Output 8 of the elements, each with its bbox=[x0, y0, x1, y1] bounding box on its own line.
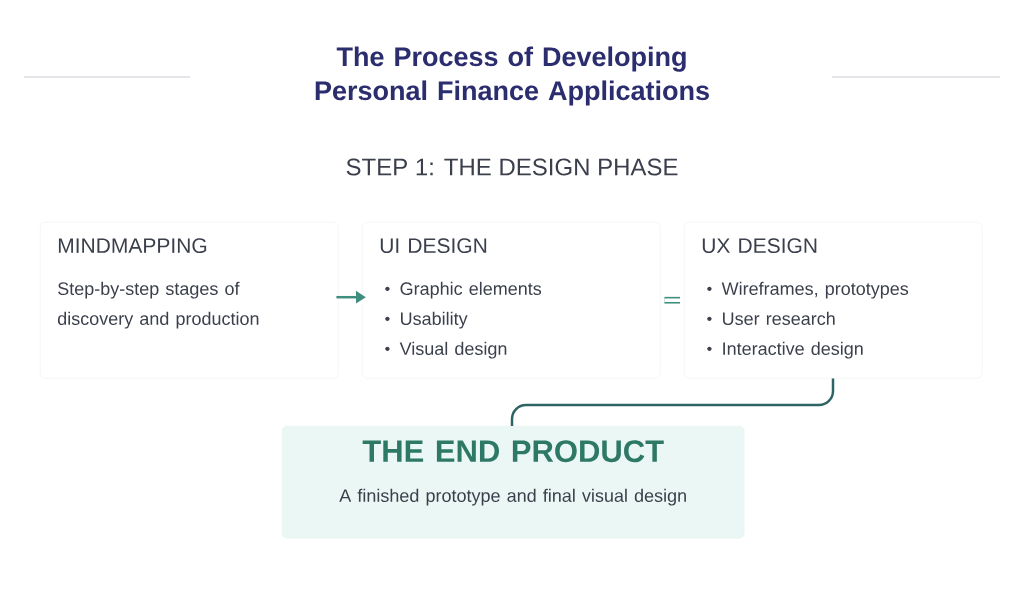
result-box: THE END PRODUCT A finished prototype and final visual design bbox=[282, 426, 745, 539]
stage-card: MINDMAPPING Step-by-step stages of discovery and production bbox=[40, 222, 339, 379]
connector-line bbox=[510, 378, 835, 426]
section-heading: STEP 1: THE DESIGN PHASE bbox=[346, 158, 678, 176]
title: The Process of Developing Personal Finance Applications bbox=[315, 46, 709, 106]
stage-card: UI DESIGN Graphic elements Usability Visual design bbox=[362, 222, 661, 379]
equals-sign bbox=[664, 296, 680, 304]
stage-card: UX DESIGN Wireframes, prototypes User research Interactive design bbox=[684, 222, 983, 379]
